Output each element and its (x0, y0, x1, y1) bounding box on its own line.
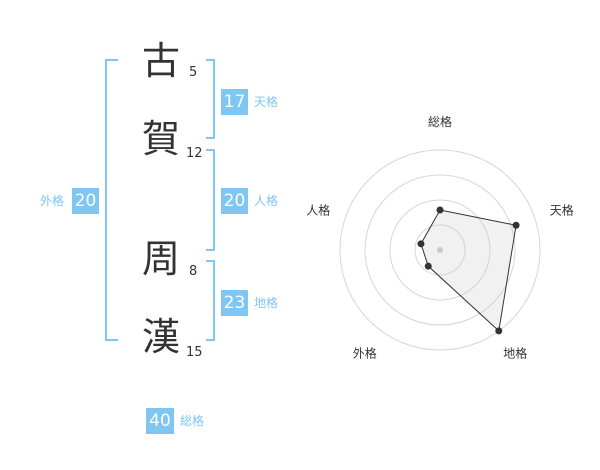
chikaku-bracket (206, 260, 215, 341)
radar-axis-label-2: 地格 (503, 346, 527, 361)
name-char-3: 周 (142, 237, 181, 281)
name-char-2: 賀 (142, 117, 181, 161)
chikaku-label: 地格 (254, 296, 279, 310)
name-char-1: 古 (142, 39, 181, 83)
gaikaku-badge: 20 (72, 188, 99, 214)
tenkaku-label: 天格 (254, 95, 279, 109)
radar-point-1 (512, 221, 520, 229)
radar-axis-label-3: 外格 (353, 346, 377, 361)
chikaku-badge: 23 (221, 290, 248, 316)
radar-ring (339, 149, 541, 351)
gaikaku-label: 外格 (40, 194, 65, 208)
soukaku-badge: 40 (146, 408, 174, 434)
soukaku-label: 総格 (180, 414, 205, 428)
radar-center (437, 247, 443, 253)
radar-point-0 (436, 206, 444, 214)
gaikaku-bracket (105, 59, 118, 341)
jinkaku-badge: 20 (221, 188, 248, 214)
jinkaku-bracket (206, 149, 215, 251)
radar-axis-label-0: 総格 (428, 114, 452, 129)
radar-ring (389, 199, 491, 301)
jinkaku-label: 人格 (254, 194, 279, 208)
radar-point-3 (424, 262, 432, 270)
radar-ring (364, 174, 516, 326)
radar-point-2 (495, 327, 503, 335)
radar-axis-label-4: 人格 (306, 202, 330, 217)
stroke-count-2: 12 (186, 146, 203, 161)
radar-point-4 (417, 240, 425, 248)
stroke-count-3: 8 (189, 264, 198, 279)
stroke-count-4: 15 (186, 345, 203, 360)
tenkaku-bracket (206, 59, 215, 139)
radar-ring (414, 224, 466, 276)
radar-series (420, 209, 517, 332)
stroke-count-1: 5 (189, 65, 198, 80)
name-char-4: 漢 (142, 315, 181, 359)
radar-axis-label-1: 天格 (550, 202, 574, 217)
tenkaku-badge: 17 (221, 89, 248, 115)
